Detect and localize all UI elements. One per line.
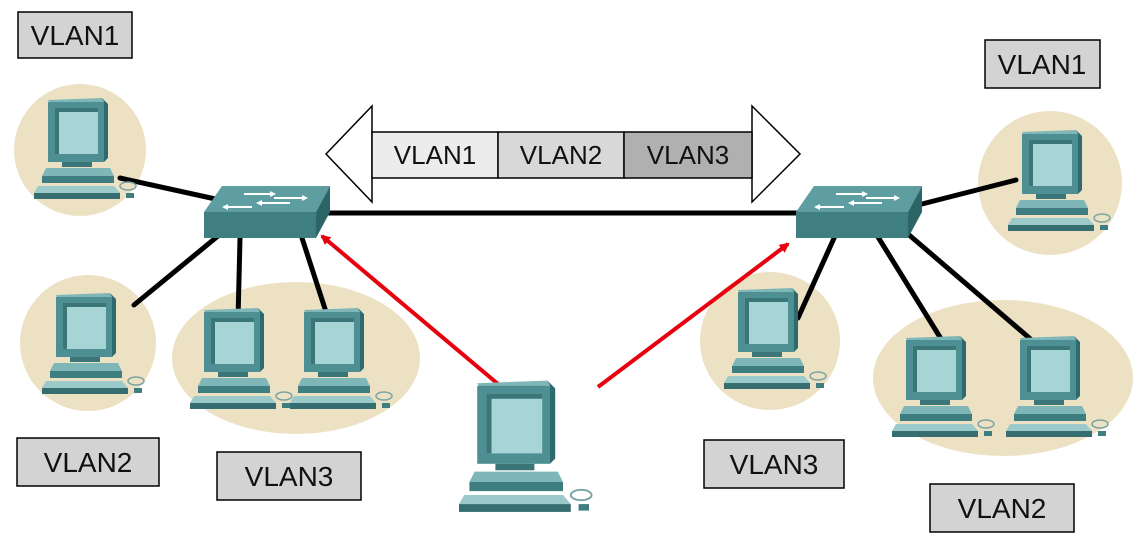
mgmt-arrow-right (596, 242, 790, 389)
label-bottom-right-single: VLAN3 (730, 449, 819, 480)
trunk-arrowhead-left (324, 104, 373, 204)
link-left-vlan3-b (299, 235, 331, 321)
links (117, 175, 1037, 345)
label-box-bottom-right-single (703, 439, 845, 489)
label-top-left: VLAN1 (31, 20, 120, 51)
trunk-label-vlan1: VLAN1 (394, 140, 476, 170)
link-left-vlan2 (131, 233, 221, 308)
label-top-right: VLAN1 (998, 49, 1087, 80)
mgmt-arrow-left (320, 234, 500, 386)
link-left-vlan3-a (235, 235, 243, 323)
label-box-bottom-left-group (216, 451, 362, 501)
link-left-vlan1 (117, 175, 223, 203)
trunk-segment-vlan3 (623, 131, 753, 179)
link-right-vlan2-a (875, 234, 946, 345)
label-box-top-left (17, 11, 133, 59)
trunk-label-vlan2: VLAN2 (520, 140, 602, 170)
label-bottom-right-group: VLAN2 (958, 493, 1047, 524)
link-right-vlan2-b (905, 231, 1037, 345)
management-pc-icon (458, 379, 593, 513)
label-box-top-right (984, 39, 1101, 89)
trunk-arrow: VLAN1 VLAN2 VLAN3 (324, 104, 802, 204)
right-switch-icon (795, 185, 923, 239)
label-box-bottom-right-group (929, 483, 1075, 533)
link-right-vlan3 (795, 233, 838, 321)
trunk-arrowhead-right (751, 104, 802, 204)
trunk-label-vlan3: VLAN3 (647, 140, 729, 170)
label-bottom-left-single: VLAN2 (44, 447, 133, 478)
management-arrows (320, 234, 790, 389)
vlan-label-boxes: VLAN1 VLAN1 VLAN2 VLAN3 VLAN3 VLAN2 (16, 11, 1101, 533)
label-box-bottom-left-single (16, 437, 160, 487)
link-right-vlan1 (915, 177, 1019, 208)
label-bottom-left-group: VLAN3 (245, 461, 334, 492)
left-switch-icon (203, 185, 331, 239)
